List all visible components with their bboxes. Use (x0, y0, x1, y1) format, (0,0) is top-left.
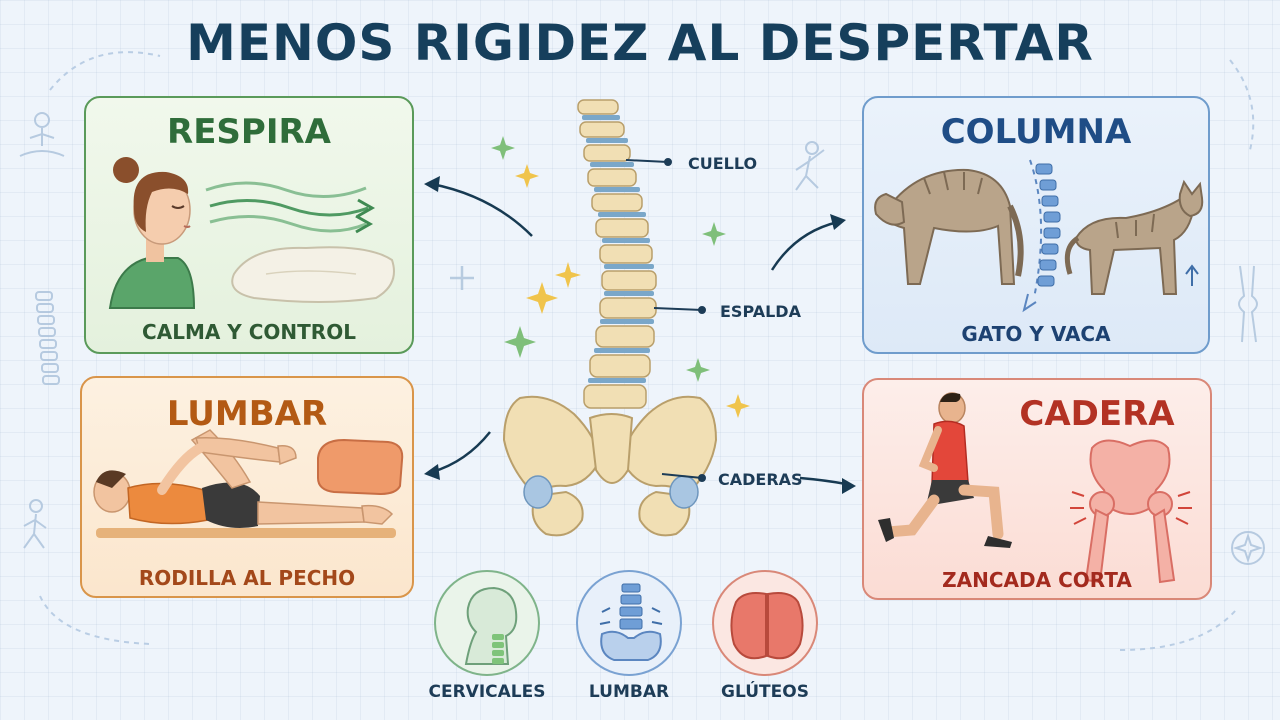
panel-caption-respira: CALMA Y CONTROL (142, 320, 356, 344)
badge-cervicales (434, 570, 540, 676)
spine-label-hips: CADERAS (718, 470, 803, 489)
hip-joints (523, 475, 699, 509)
panel-columna: COLUMNA GATO Y VACA (862, 96, 1210, 354)
badge-label-cervicales: CERVICALES (428, 682, 546, 702)
panel-respira: RESPIRA CALMA Y CONTROL (84, 96, 414, 354)
spine-label-back: ESPALDA (720, 302, 801, 321)
lumbar-spine-icon (599, 583, 663, 661)
panel-caption-cadera: ZANCADA CORTA (942, 568, 1132, 592)
person-stretch-icon (795, 141, 825, 191)
decorative-arc (1119, 609, 1237, 651)
badge-gluteos (712, 570, 818, 676)
panel-cadera: CADERA ZANCADA CORTA (862, 378, 1212, 600)
sparkle-circle-icon (1231, 531, 1265, 565)
decorative-arc (49, 51, 161, 91)
panel-caption-lumbar: RODILLA AL PECHO (138, 566, 356, 590)
panel-lumbar: LUMBAR RODILLA AL PECHO (80, 376, 414, 598)
meditation-icon (19, 112, 65, 157)
walking-icon (23, 499, 47, 549)
lunge-illustration (878, 392, 1192, 584)
neck-icon (464, 586, 518, 665)
vertebrae (577, 99, 657, 409)
panel-title-respira: RESPIRA (167, 112, 331, 152)
spine-small-icon (35, 291, 60, 385)
badge-label-lumbar: LUMBAR (588, 682, 670, 702)
breathing-illustration (108, 157, 395, 309)
glutes-icon (730, 592, 804, 660)
decorative-arc (1229, 59, 1255, 151)
panel-title-columna: COLUMNA (940, 112, 1132, 152)
panel-title-lumbar: LUMBAR (166, 394, 328, 434)
plus-icon (450, 266, 474, 290)
sparkle-icons (491, 136, 750, 418)
spine-label-neck: CUELLO (688, 154, 758, 173)
intervertebral-discs (582, 115, 654, 383)
page-title: MENOS RIGIDEZ AL DESPERTAR (186, 14, 1094, 72)
panel-caption-columna: GATO Y VACA (961, 322, 1111, 346)
pelvis-bone (502, 395, 718, 537)
decorative-arc (39, 595, 151, 645)
knee-to-chest-illustration (93, 429, 404, 538)
knee-joint-icon (1238, 265, 1258, 343)
cat-cow-illustration (874, 159, 1204, 313)
badge-lumbar (576, 570, 682, 676)
badge-label-gluteos: GLÚTEOS (721, 682, 809, 702)
panel-title-cadera: CADERA (1019, 394, 1175, 434)
